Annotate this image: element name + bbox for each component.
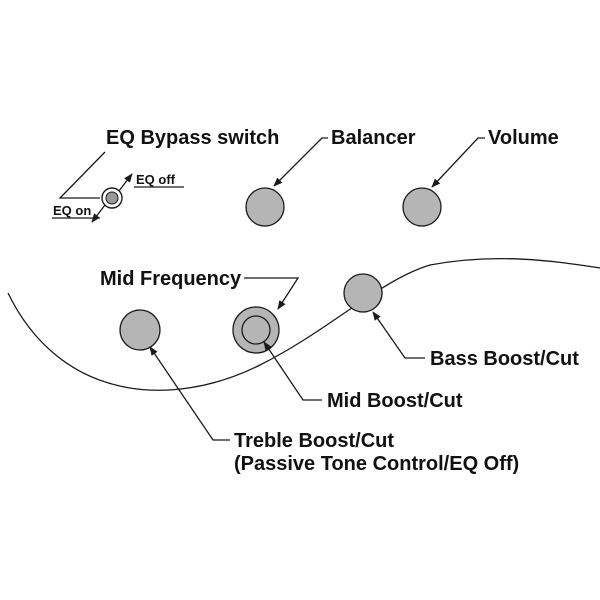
eq-off-arrow xyxy=(118,173,133,192)
eq-on-label: EQ on xyxy=(53,203,91,218)
eq-bypass-leader xyxy=(58,151,106,199)
eq-bypass-switch-label: EQ Bypass switch xyxy=(106,127,279,149)
bass-boost-cut-label: Bass Boost/Cut xyxy=(430,348,579,370)
mid-frequency-label: Mid Frequency xyxy=(100,268,242,290)
balancer-leader xyxy=(273,137,328,187)
eq-bypass-switch[interactable] xyxy=(101,187,123,209)
mid-boost-leader xyxy=(263,341,322,401)
volume-leader xyxy=(431,137,485,188)
body-outline-curve xyxy=(7,257,600,391)
mid-boost-cut-label: Mid Boost/Cut xyxy=(327,390,463,412)
mid-concentric-knob[interactable] xyxy=(232,306,280,354)
eq-off-label: EQ off xyxy=(136,172,176,187)
balancer-knob[interactable] xyxy=(245,187,285,227)
eq-on-arrow xyxy=(91,204,106,223)
mid-frequency-leader xyxy=(244,277,300,310)
treble-note-label: (Passive Tone Control/EQ Off) xyxy=(234,453,519,475)
volume-knob[interactable] xyxy=(402,187,442,227)
treble-knob[interactable] xyxy=(119,309,161,351)
bass-knob[interactable] xyxy=(343,273,383,313)
treble-boost-cut-label: Treble Boost/Cut xyxy=(234,430,394,452)
bass-leader xyxy=(372,311,425,359)
treble-leader xyxy=(149,346,230,441)
balancer-label: Balancer xyxy=(331,127,416,149)
volume-label: Volume xyxy=(488,127,559,149)
